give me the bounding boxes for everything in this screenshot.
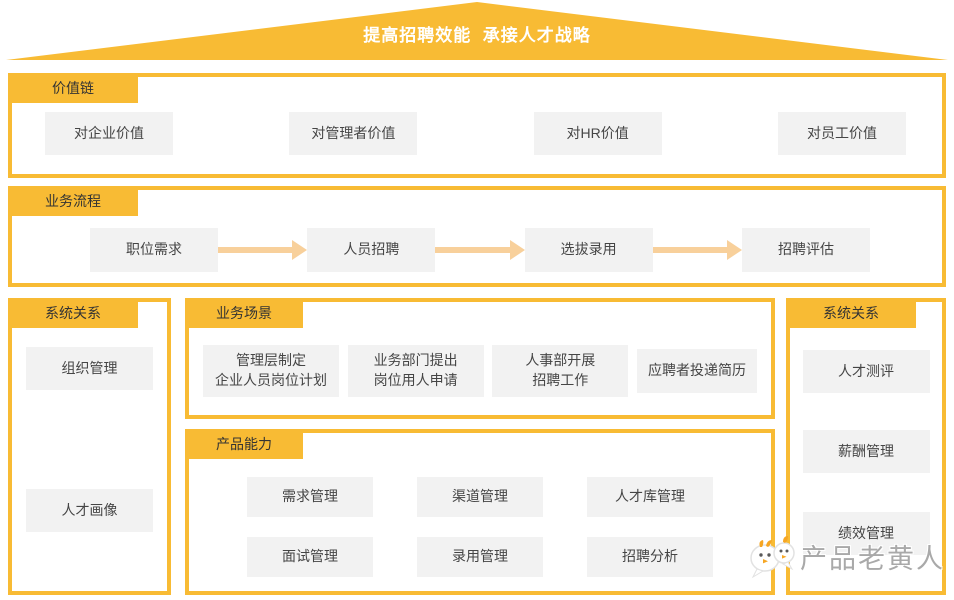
section-value-chain: 价值链 对企业价值 对管理者价值 对HR价值 对员工价值 — [8, 73, 946, 178]
value-chain-item-manager: 对管理者价值 — [289, 112, 418, 155]
chick-mascot-icon — [750, 536, 795, 579]
flow-arrow-icon — [652, 240, 742, 260]
section-business-scenarios: 业务场景 管理层制定 企业人员岗位计划 业务部门提出 岗位用人申请 人事部开展 … — [185, 298, 775, 419]
capability-row-1: 需求管理 渠道管理 人才库管理 — [189, 477, 771, 517]
section-label-system-right: 系统关系 — [786, 298, 916, 328]
value-chain-item-employee: 对员工价值 — [777, 112, 906, 155]
capability-row-2: 面试管理 录用管理 招聘分析 — [189, 537, 771, 577]
banner-title: 提高招聘效能 承接人才战略 — [363, 26, 591, 45]
process-flow: 职位需求 人员招聘 选拔录用 招聘评估 — [12, 228, 942, 272]
capability-item-analytics: 招聘分析 — [587, 537, 713, 577]
system-right-item-performance: 绩效管理 — [802, 512, 930, 555]
process-step-job-demand: 职位需求 — [90, 228, 218, 272]
banner-roof: 提高招聘效能 承接人才战略 — [6, 2, 948, 60]
scenario-item-candidate-resume: 应聘者投递简历 — [636, 349, 757, 393]
capability-item-talent-pool: 人才库管理 — [587, 477, 713, 517]
section-label-system-left: 系统关系 — [8, 298, 138, 328]
watermark: 产品老黄人 — [748, 530, 945, 582]
section-system-relations-right: 系统关系 人才测评 薪酬管理 绩效管理 — [786, 298, 946, 595]
process-step-evaluation: 招聘评估 — [741, 228, 870, 272]
flow-arrow-icon — [435, 240, 525, 260]
system-right-item-assessment: 人才测评 — [802, 350, 930, 393]
watermark-text: 产品老黄人 — [800, 543, 945, 574]
capability-item-demand: 需求管理 — [247, 477, 373, 517]
process-step-recruiting: 人员招聘 — [307, 228, 436, 272]
process-step-selection: 选拔录用 — [524, 228, 653, 272]
value-chain-item-hr: 对HR价值 — [533, 112, 662, 155]
capability-item-hiring: 录用管理 — [417, 537, 543, 577]
value-chain-items: 对企业价值 对管理者价值 对HR价值 对员工价值 — [12, 112, 942, 155]
section-label-value-chain: 价值链 — [8, 73, 138, 103]
section-label-business-process: 业务流程 — [8, 186, 138, 216]
system-left-item-portrait: 人才画像 — [26, 489, 153, 532]
capability-item-interview: 面试管理 — [247, 537, 373, 577]
scenario-item-hr-recruiting: 人事部开展 招聘工作 — [492, 345, 629, 397]
scenario-items: 管理层制定 企业人员岗位计划 业务部门提出 岗位用人申请 人事部开展 招聘工作 … — [189, 345, 771, 397]
value-chain-item-enterprise: 对企业价值 — [45, 112, 173, 155]
system-left-item-org: 组织管理 — [26, 347, 153, 390]
capability-item-channel: 渠道管理 — [417, 477, 543, 517]
section-label-capabilities: 产品能力 — [185, 429, 303, 459]
section-label-scenarios: 业务场景 — [185, 298, 303, 328]
scenario-item-department-request: 业务部门提出 岗位用人申请 — [347, 345, 484, 397]
flow-arrow-icon — [218, 240, 308, 260]
section-system-relations-left: 系统关系 组织管理 人才画像 — [8, 298, 171, 595]
system-right-item-salary: 薪酬管理 — [802, 430, 930, 473]
section-business-process: 业务流程 职位需求 人员招聘 选拔录用 招聘评估 — [8, 186, 946, 287]
section-product-capabilities: 产品能力 需求管理 渠道管理 人才库管理 面试管理 录用管理 招聘分析 — [185, 429, 775, 595]
scenario-item-management-plan: 管理层制定 企业人员岗位计划 — [203, 345, 339, 397]
